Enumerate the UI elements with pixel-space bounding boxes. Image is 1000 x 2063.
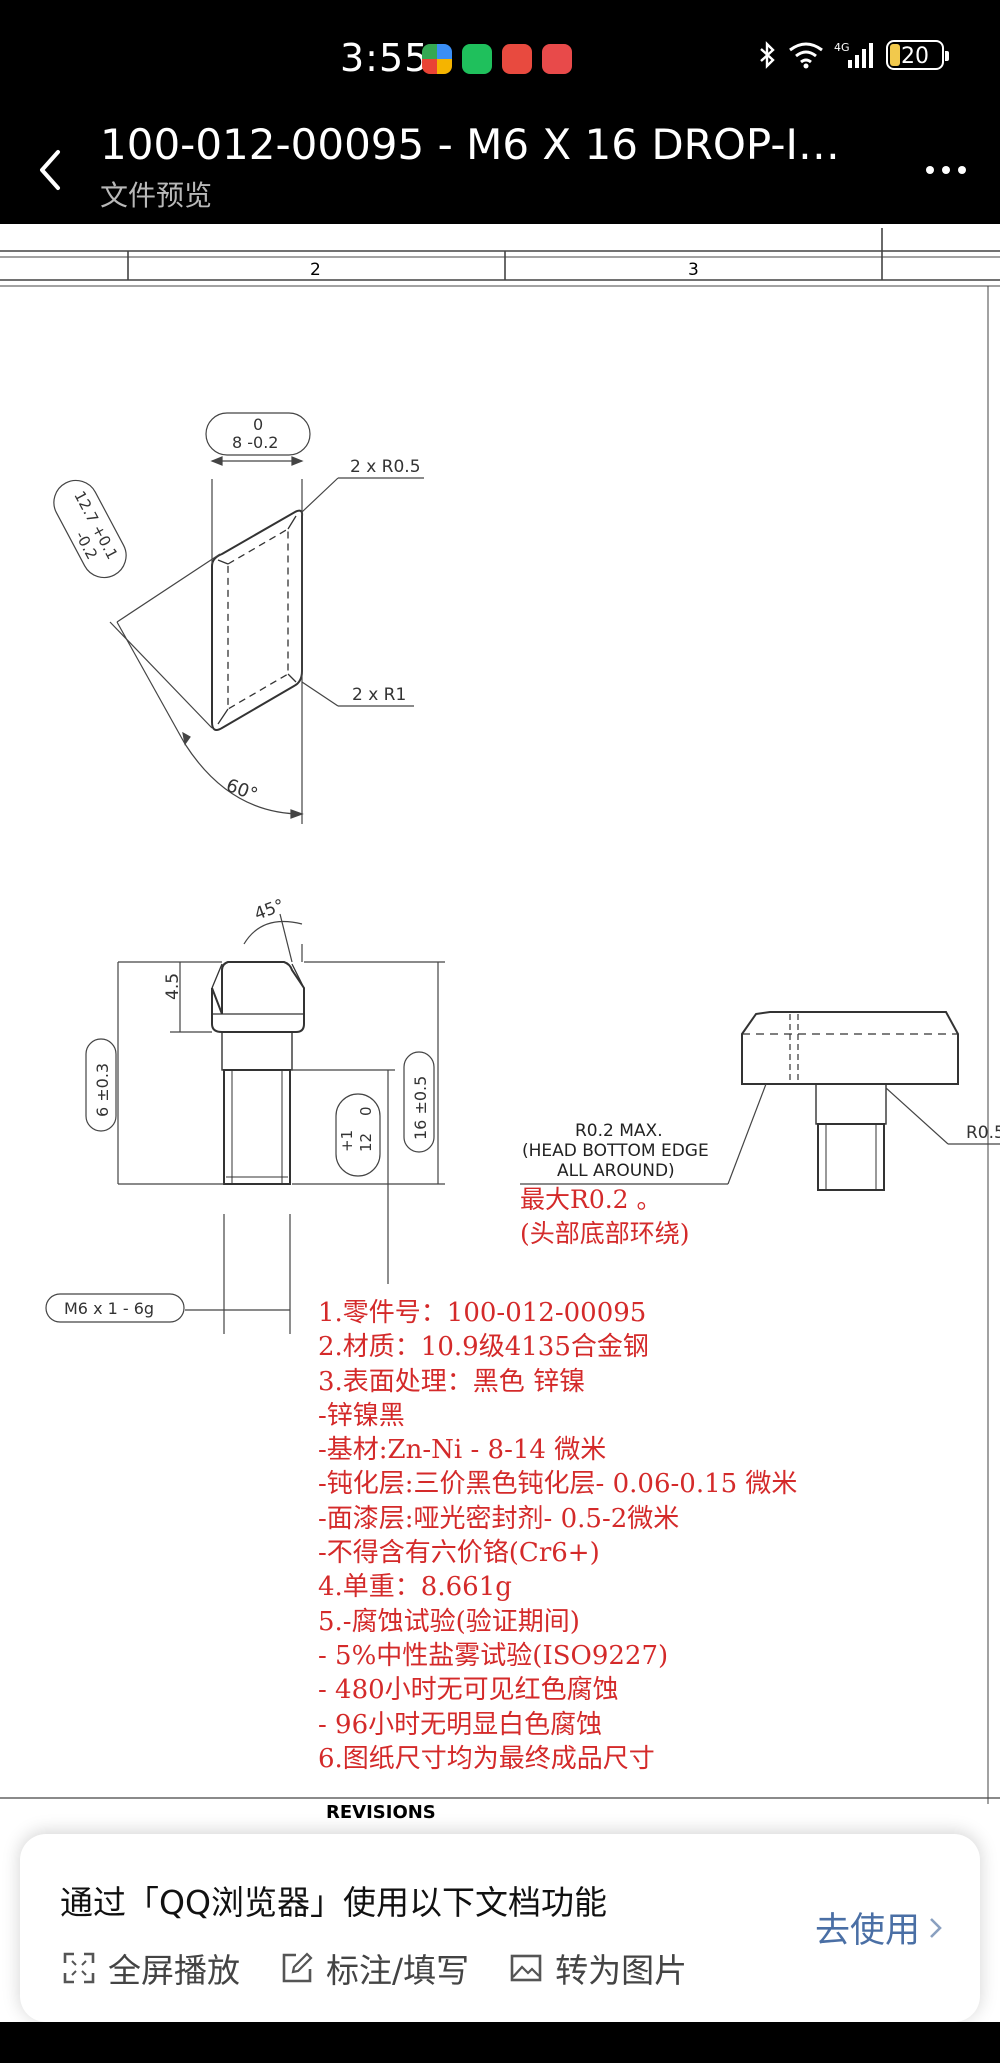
radius-b-label: 2 x R1 [352,685,406,705]
top-view-part [211,509,304,731]
detail-note-cn-line2: (头部底部环绕) [520,1219,690,1248]
diag-dim-callout: 12.7 +0.1 -0.2 [53,479,127,579]
go-use-button[interactable]: 去使用 [815,1902,944,1953]
total-length-callout: 16 ±0.5 [403,1051,435,1153]
detail-note-line3: ALL AROUND) [557,1161,675,1181]
note-line: - 96小时无明显白色腐蚀 [318,1709,603,1740]
note-line: -不得含有六价铬(Cr6+) [318,1538,600,1569]
radius-a-label: 2 x R0.5 [350,457,421,477]
fullscreen-play-label: 全屏播放 [108,1951,240,1990]
note-line: 5.-腐蚀试验(验证期间) [318,1606,580,1637]
note-line: 4.单重：8.661g [318,1572,512,1603]
note-line: 2.材质：10.9级4135合金钢 [318,1332,649,1363]
thread-length-plus: +1 [338,1130,356,1152]
book-app-icon [542,44,572,74]
head-height-label: 4.5 [163,973,183,1000]
detail-note-line1: R0.2 MAX. [575,1121,663,1141]
thread-spec-callout: M6 x 1 - 6g [45,1293,185,1323]
qq-browser-promo-sheet: 通过「QQ浏览器」使用以下文档功能 全屏播放 标注/填写 转为图片 去使用 [20,1834,980,2022]
thread-length: 12 [357,1133,375,1152]
detail-view-part [741,1011,959,1191]
browser-app-icon [422,44,452,74]
battery-level: 20 [901,44,929,69]
note-line: -锌镍黑 [318,1400,405,1431]
annotate-fill-button[interactable]: 标注/填写 [280,1944,469,1992]
status-indicators: 4G 20 [758,40,949,70]
system-nav-band [0,2022,1000,2063]
fullscreen-play-button[interactable]: 全屏播放 [62,1944,240,1992]
width-dim-top: 0 [253,415,263,434]
engineering-drawing: 2 3 0 8 -0.2 2 x R0.5 2 x R1 12.7 +0.1 -… [0,228,1000,1804]
battery-indicator: 20 [886,40,949,70]
note-line: -钝化层:三价黑色钝化层- 0.06-0.15 微米 [318,1469,798,1500]
thread-length-minus: 0 [357,1106,375,1116]
overall-dim-callout: 6 ±0.3 [85,1038,117,1132]
status-bar: 3:55 4G 20 [0,0,1000,110]
notification-icons [422,44,572,74]
total-length-label: 16 ±0.5 [411,1076,430,1140]
zone-label-2: 2 [310,260,321,280]
network-type: 4G [834,41,850,54]
fullscreen-icon [63,1952,95,1984]
note-line: 3.表面处理：黑色 锌镍 [318,1366,586,1397]
side-view-part [211,961,305,1185]
back-icon[interactable] [30,140,70,200]
annotate-fill-label: 标注/填写 [326,1951,470,1990]
document-title: 100-012-00095 - M6 X 16 DROP-IN T... [100,120,870,169]
note-line: 1.零件号：100-012-00095 [318,1298,647,1328]
app-header: 100-012-00095 - M6 X 16 DROP-IN T... 文件预… [0,110,1000,224]
chevron-right-icon [930,1917,942,1938]
thread-spec-label: M6 x 1 - 6g [64,1299,154,1318]
signal-icon: 4G [834,41,873,68]
image-icon [510,1954,542,1982]
more-options-icon[interactable] [916,140,976,200]
sheet-actions: 全屏播放 标注/填写 转为图片 [62,1944,687,1992]
note-line: -面漆层:哑光密封剂- 0.5-2微米 [318,1503,680,1534]
note-line: - 480小时无可见红色腐蚀 [318,1675,619,1706]
bluetooth-icon [760,41,775,69]
red-app-icon [502,44,532,74]
width-dim-bottom: 8 -0.2 [232,433,278,452]
overall-dim-label: 6 ±0.3 [93,1063,112,1117]
sheet-title: 通过「QQ浏览器」使用以下文档功能 [60,1883,607,1922]
detail-note-line2: (HEAD BOTTOM EDGE [522,1141,709,1161]
wifi-icon [789,42,823,69]
edit-icon [282,1952,313,1983]
document-subtitle: 文件预览 [100,179,213,212]
status-time: 3:55 [340,36,430,80]
width-dim-callout: 0 8 -0.2 [205,412,311,456]
note-line: -基材:Zn-Ni - 8-14 微米 [318,1435,607,1466]
thread-length-callout: +1 12 0 [335,1093,381,1177]
zone-label-3: 3 [688,260,699,280]
detail-radius-label: R0.5 [966,1123,1000,1143]
document-preview[interactable] [0,224,1000,2063]
revisions-label: REVISIONS [326,1802,436,1823]
note-line: 6.图纸尺寸均为最终成品尺寸 [318,1743,655,1774]
convert-to-image-button[interactable]: 转为图片 [509,1944,687,1992]
go-use-label: 去使用 [814,1911,920,1951]
angle-60-label: 60° [223,775,260,806]
wechat-app-icon [462,44,492,74]
detail-note-cn-line1: 最大R0.2 。 [520,1185,662,1214]
convert-to-image-label: 转为图片 [555,1951,688,1990]
note-line: - 5%中性盐雾试验(ISO9227) [318,1640,669,1671]
technical-notes: 1.零件号：100-012-00095 2.材质：10.9级4135合金钢 3.… [318,1296,797,1776]
